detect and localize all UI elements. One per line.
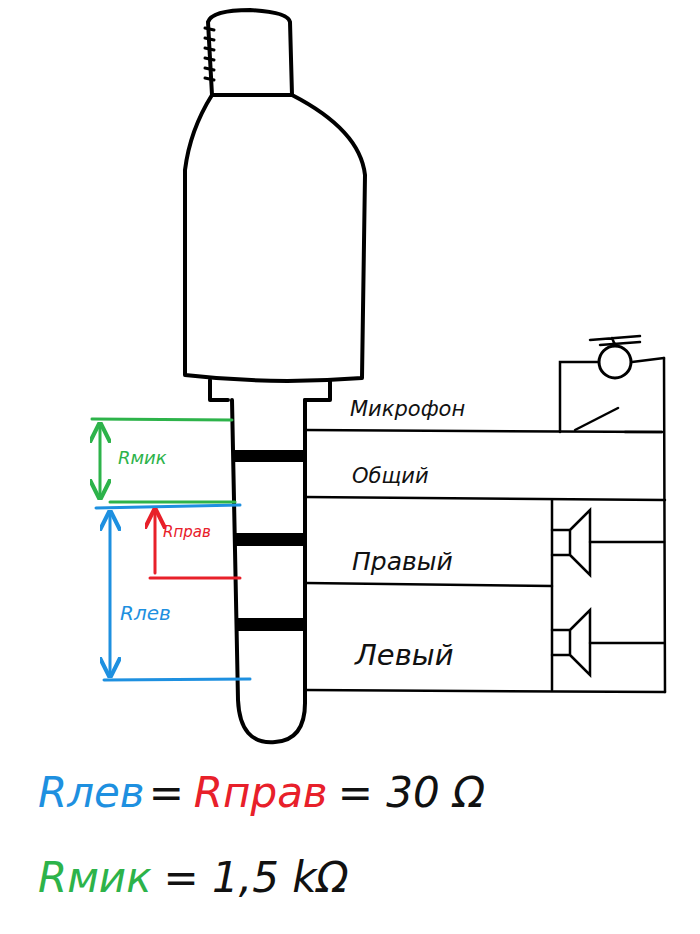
plug-body xyxy=(185,95,365,381)
signal-name: Общий xyxy=(352,465,429,488)
microphone-symbol xyxy=(599,346,631,378)
cap-ridges xyxy=(205,28,214,80)
formula-term: = 1,5 kΩ xyxy=(164,855,349,901)
dimension-label: Rмик xyxy=(118,448,167,468)
formula-term: Rправ xyxy=(194,770,328,816)
insulator-rings xyxy=(234,450,306,631)
plug-cap xyxy=(208,10,292,95)
signal-name: Микрофон xyxy=(350,398,465,421)
formula-term: = xyxy=(149,770,184,816)
dimension-label: Rправ xyxy=(163,524,211,541)
dimension-label: Rлев xyxy=(120,602,171,624)
formula-term: = 30 Ω xyxy=(338,770,485,816)
dimension-brackets xyxy=(92,419,250,680)
wires xyxy=(305,336,665,692)
formula-term: Rмик xyxy=(38,855,152,901)
plug-collar xyxy=(210,380,330,400)
signal-name: Правый xyxy=(352,548,453,576)
formula-term: Rлев xyxy=(38,770,145,816)
signal-name: Левый xyxy=(355,640,453,672)
plug-sleeve xyxy=(232,400,305,742)
